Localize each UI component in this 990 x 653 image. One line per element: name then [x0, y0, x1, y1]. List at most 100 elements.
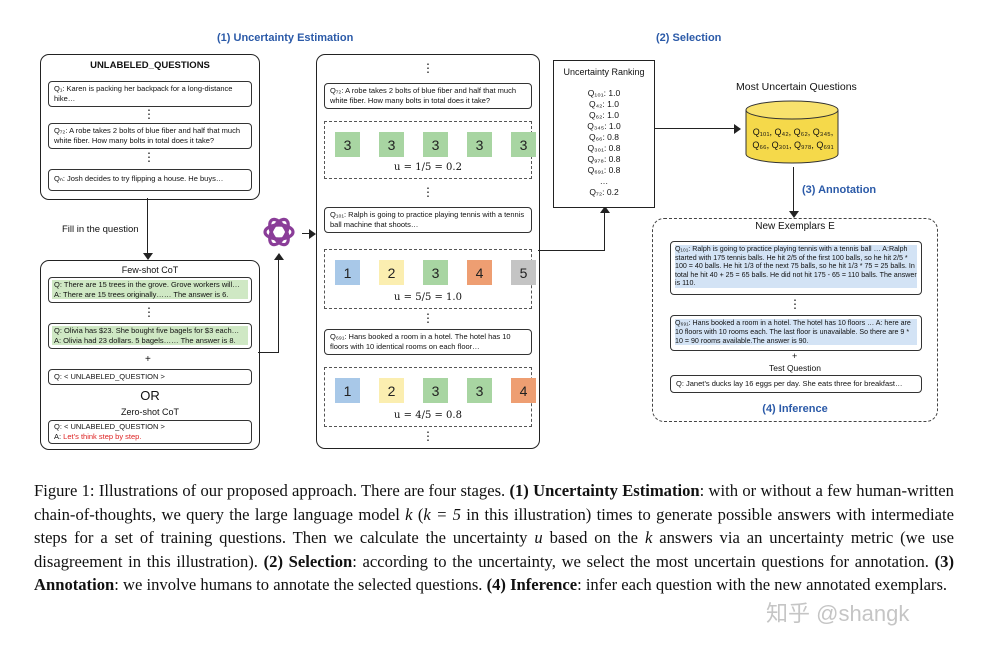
arrow-head-icon — [600, 206, 610, 213]
answer-square: 3 — [423, 260, 448, 285]
exemplar-2: Q₆₉₁: Hans booked a room in a hotel. The… — [670, 315, 922, 351]
estimation-q691-text: Q₆₉₁: Hans booked a room in a hotel. The… — [330, 332, 511, 351]
answer-square: 3 — [423, 132, 448, 157]
prompt-to-llm-line-h — [258, 352, 278, 354]
fill-arrow-line — [147, 198, 149, 255]
fewshot-example-1: Q: There are 15 trees in the grove. Grov… — [48, 277, 252, 303]
dots-icon: ⋮ — [789, 297, 801, 311]
arrow-head-icon — [734, 124, 741, 134]
ranking-item: Q₆₉₁: 0.8 — [587, 165, 621, 175]
caption-bold: (4) Inference — [486, 575, 578, 594]
dots-icon: ⋮ — [422, 311, 434, 325]
prompt-box: Few-shot CoT Q: There are 15 trees in th… — [40, 260, 260, 450]
zeroshot-a: A: Let’s think step by step. — [54, 432, 246, 442]
db-title: Most Uncertain Questions — [736, 81, 857, 93]
answer-square: 2 — [379, 260, 404, 285]
db-line-1: Q₁₀₁, Q₄₂, Q₆₂, Q₃₄₅, — [752, 127, 834, 137]
estimation-q101: Q₁₀₁: Ralph is going to practice playing… — [324, 207, 532, 233]
estimation-panel: ⋮ Q₇₂: A robe takes 2 bolts of blue fibe… — [316, 54, 540, 449]
ranking-item: Q₃₄₅: 1.0 — [587, 121, 621, 131]
ranking-item: Q₃₀₁: 0.8 — [587, 143, 621, 153]
ranking-title: Uncertainty Ranking — [563, 67, 645, 77]
zeroshot-q: Q: < UNLABELED_QUESTION > — [54, 422, 165, 431]
answer-square: 3 — [335, 132, 360, 157]
test-question-title: Test Question — [769, 363, 821, 373]
caption-part: in this illustration) times to generate … — [34, 504, 954, 548]
exemplar-1-text: Q₁₀₁: Ralph is going to practice playing… — [675, 245, 917, 288]
unlabeled-questions-box: UNLABELED_QUESTIONS Q₁: Karen is packing… — [40, 54, 260, 200]
arrow-head-icon — [143, 253, 153, 260]
test-question-text: Q: Janet’s ducks lay 16 eggs per day. Sh… — [676, 379, 903, 388]
ranking-ellipsis: … — [599, 176, 609, 186]
unlabeled-slot-text: Q: < UNLABELED_QUESTION > — [54, 372, 165, 381]
caption-part: : we involve humans to annotate the sele… — [114, 575, 487, 594]
estimation-to-ranking-line-h — [538, 250, 604, 252]
caption-part: : infer each question with the new annot… — [577, 575, 948, 594]
unlabeled-qn-text: Qₙ: Josh decides to try flipping a house… — [54, 174, 224, 183]
figure-caption: Figure 1: Illustrations of our proposed … — [34, 479, 954, 597]
unlabeled-title: UNLABELED_QUESTIONS — [90, 60, 210, 71]
dots-icon: ⋮ — [143, 305, 155, 319]
caption-math: k — [405, 504, 413, 524]
ranking-item: Q₁₀₁: 1.0 — [587, 88, 621, 98]
caption-bold: (1) Uncertainty Estimation — [509, 481, 700, 500]
caption-part: : with or without a few human-written ch… — [34, 481, 954, 524]
arrow-head-icon — [789, 211, 799, 218]
fill-label: Fill in the question — [62, 224, 139, 235]
annotation-arrow-line — [793, 167, 795, 213]
dots-icon: ⋮ — [422, 185, 434, 199]
estimation-q72-text: Q₇₂: A robe takes 2 bolts of blue fiber … — [330, 86, 517, 105]
ranking-item: Q₇₂: 0.2 — [589, 187, 619, 197]
exemplars-title: New Exemplars E — [755, 221, 835, 232]
stage-1-title: (1) Uncertainty Estimation — [217, 32, 354, 44]
db-contents: Q₁₀₁, Q₄₂, Q₆₂, Q₃₄₅, Q₆₆, Q₃₀₁, Q₉₇₈, Q… — [746, 126, 840, 152]
exemplar-1: Q₁₀₁: Ralph is going to practice playing… — [670, 241, 922, 295]
stage-3-title: (3) Annotation — [802, 184, 877, 196]
fewshot-a2: A: Olivia had 23 dollars. 5 bagels…… The… — [54, 335, 236, 345]
caption-math: k = 5 — [423, 504, 461, 524]
stage-4-title: (4) Inference — [762, 403, 828, 415]
arrow-head-icon — [274, 253, 284, 260]
zeroshot-prompt: Q: < UNLABELED_QUESTION > A: Let’s think… — [48, 420, 252, 444]
unlabeled-q72-text: Q₇₂: A robe takes 2 bolts of blue fiber … — [54, 126, 241, 145]
unlabeled-qn: Qₙ: Josh decides to try flipping a house… — [48, 169, 252, 191]
answer-square: 3 — [467, 132, 492, 157]
or-label: OR — [140, 388, 160, 403]
answer-square: 3 — [511, 132, 536, 157]
caption-bold: (3) Annotation — [34, 551, 954, 595]
ranking-to-db-line — [654, 128, 736, 130]
estimation-q691: Q₆₉₁: Hans booked a room in a hotel. The… — [324, 329, 532, 355]
zeroshot-title: Zero-shot CoT — [120, 407, 180, 417]
zeroshot-a-prefix: A: — [54, 431, 64, 441]
answer-square: 1 — [335, 378, 360, 403]
dots-icon: ⋮ — [422, 429, 434, 443]
exemplar-2-text: Q₆₉₁: Hans booked a room in a hotel. The… — [675, 319, 917, 346]
dots-icon: ⋮ — [422, 61, 434, 75]
plus-sign: + — [792, 351, 798, 361]
fewshot-q1: Q: There are 15 trees in the grove. Grov… — [54, 280, 240, 289]
fewshot-title: Few-shot CoT — [121, 265, 179, 275]
ranking-item: Q₄₂: 1.0 — [589, 99, 619, 109]
database-icon — [744, 100, 840, 166]
uncertainty-3: u = 4/5 = 0.8 — [394, 410, 462, 421]
exemplars-panel: New Exemplars E Q₁₀₁: Ralph is going to … — [652, 218, 938, 422]
stage-2-title: (2) Selection — [656, 32, 722, 44]
db-line-2: Q₆₆, Q₃₀₁, Q₉₇₈, Q₆₉₁ — [752, 140, 834, 150]
ranking-item: Q₆₂: 1.0 — [589, 110, 619, 120]
llm-logo-icon — [258, 211, 300, 253]
dots-icon: ⋮ — [143, 150, 155, 164]
uncertainty-1: u = 1/5 = 0.2 — [394, 162, 462, 173]
uncertainty-2: u = 5/5 = 1.0 — [394, 292, 462, 303]
prompt-to-llm-line-v — [278, 258, 280, 353]
unlabeled-q1-text: Q₁: Karen is packing her backpack for a … — [54, 84, 233, 103]
ranking-item: Q₆₆: 0.8 — [588, 132, 619, 142]
caption-part: ( — [412, 504, 424, 524]
estimation-to-ranking-line-v — [604, 212, 606, 251]
answer-square: 3 — [379, 132, 404, 157]
